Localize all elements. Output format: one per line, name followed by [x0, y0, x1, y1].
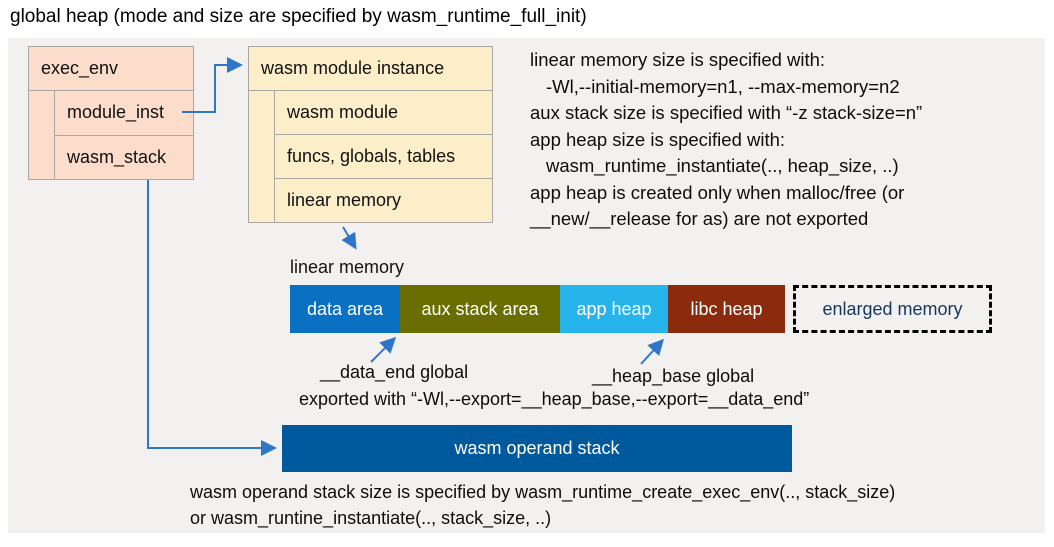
- note-line: aux stack size is specified with “-z sta…: [530, 102, 923, 123]
- exec-env-field-module-inst: module_inst: [55, 91, 193, 136]
- linear-memory-bar: data area aux stack area app heap libc h…: [290, 285, 785, 333]
- exec-env-title: exec_env: [29, 47, 193, 91]
- exec-env-box: exec_env module_inst wasm_stack: [28, 46, 194, 180]
- exec-env-field-wasm-stack: wasm_stack: [67, 146, 167, 167]
- note-line: wasm_runtime_instantiate(.., heap_size, …: [546, 155, 899, 176]
- segment-enlarged-memory: enlarged memory: [793, 285, 992, 333]
- diagram-title: global heap (mode and size are specified…: [10, 6, 587, 27]
- exported-with-label: exported with “-Wl,--export=__heap_base,…: [299, 389, 810, 409]
- footnote-line: or wasm_runtine_instantiate(.., stack_si…: [190, 507, 552, 528]
- segment-libc-heap: libc heap: [668, 285, 785, 333]
- module-instance-field-wasm-module: wasm module: [275, 91, 492, 135]
- exec-env-indent-spacer: [29, 91, 55, 179]
- module-instance-field-funcs-globals-tables: funcs, globals, tables: [275, 135, 492, 179]
- operand-stack-footnote: wasm operand stack size is specified by …: [190, 480, 895, 531]
- module-instance-box: wasm module instance wasm module funcs, …: [248, 46, 493, 223]
- size-notes: linear memory size is specified with: -W…: [530, 47, 1042, 233]
- linear-memory-label: linear memory: [290, 257, 405, 277]
- note-line: linear memory size is specified with:: [530, 49, 826, 70]
- wasm-operand-stack-bar: wasm operand stack: [282, 425, 792, 472]
- module-instance-title: wasm module instance: [249, 47, 492, 91]
- segment-aux-stack-area: aux stack area: [400, 285, 560, 333]
- note-line: -Wl,--initial-memory=n1, --max-memory=n2: [546, 75, 900, 97]
- note-line: __new/__release for as) are not exported: [530, 208, 869, 229]
- segment-data-area: data area: [290, 285, 400, 333]
- segment-app-heap: app heap: [560, 285, 668, 333]
- data-end-global-label: __data_end global: [320, 362, 469, 382]
- heap-base-global-label: __heap_base global: [592, 366, 755, 386]
- module-instance-field-linear-memory: linear memory: [287, 190, 402, 210]
- note-line: app heap size is specified with:: [530, 128, 786, 150]
- footnote-line: wasm operand stack size is specified by …: [190, 482, 896, 502]
- exec-env-body: module_inst wasm_stack: [29, 91, 193, 179]
- note-line: app heap is created only when malloc/fre…: [530, 181, 905, 203]
- module-instance-indent-spacer: [249, 91, 275, 222]
- module-instance-body: wasm module funcs, globals, tables linea…: [249, 91, 492, 222]
